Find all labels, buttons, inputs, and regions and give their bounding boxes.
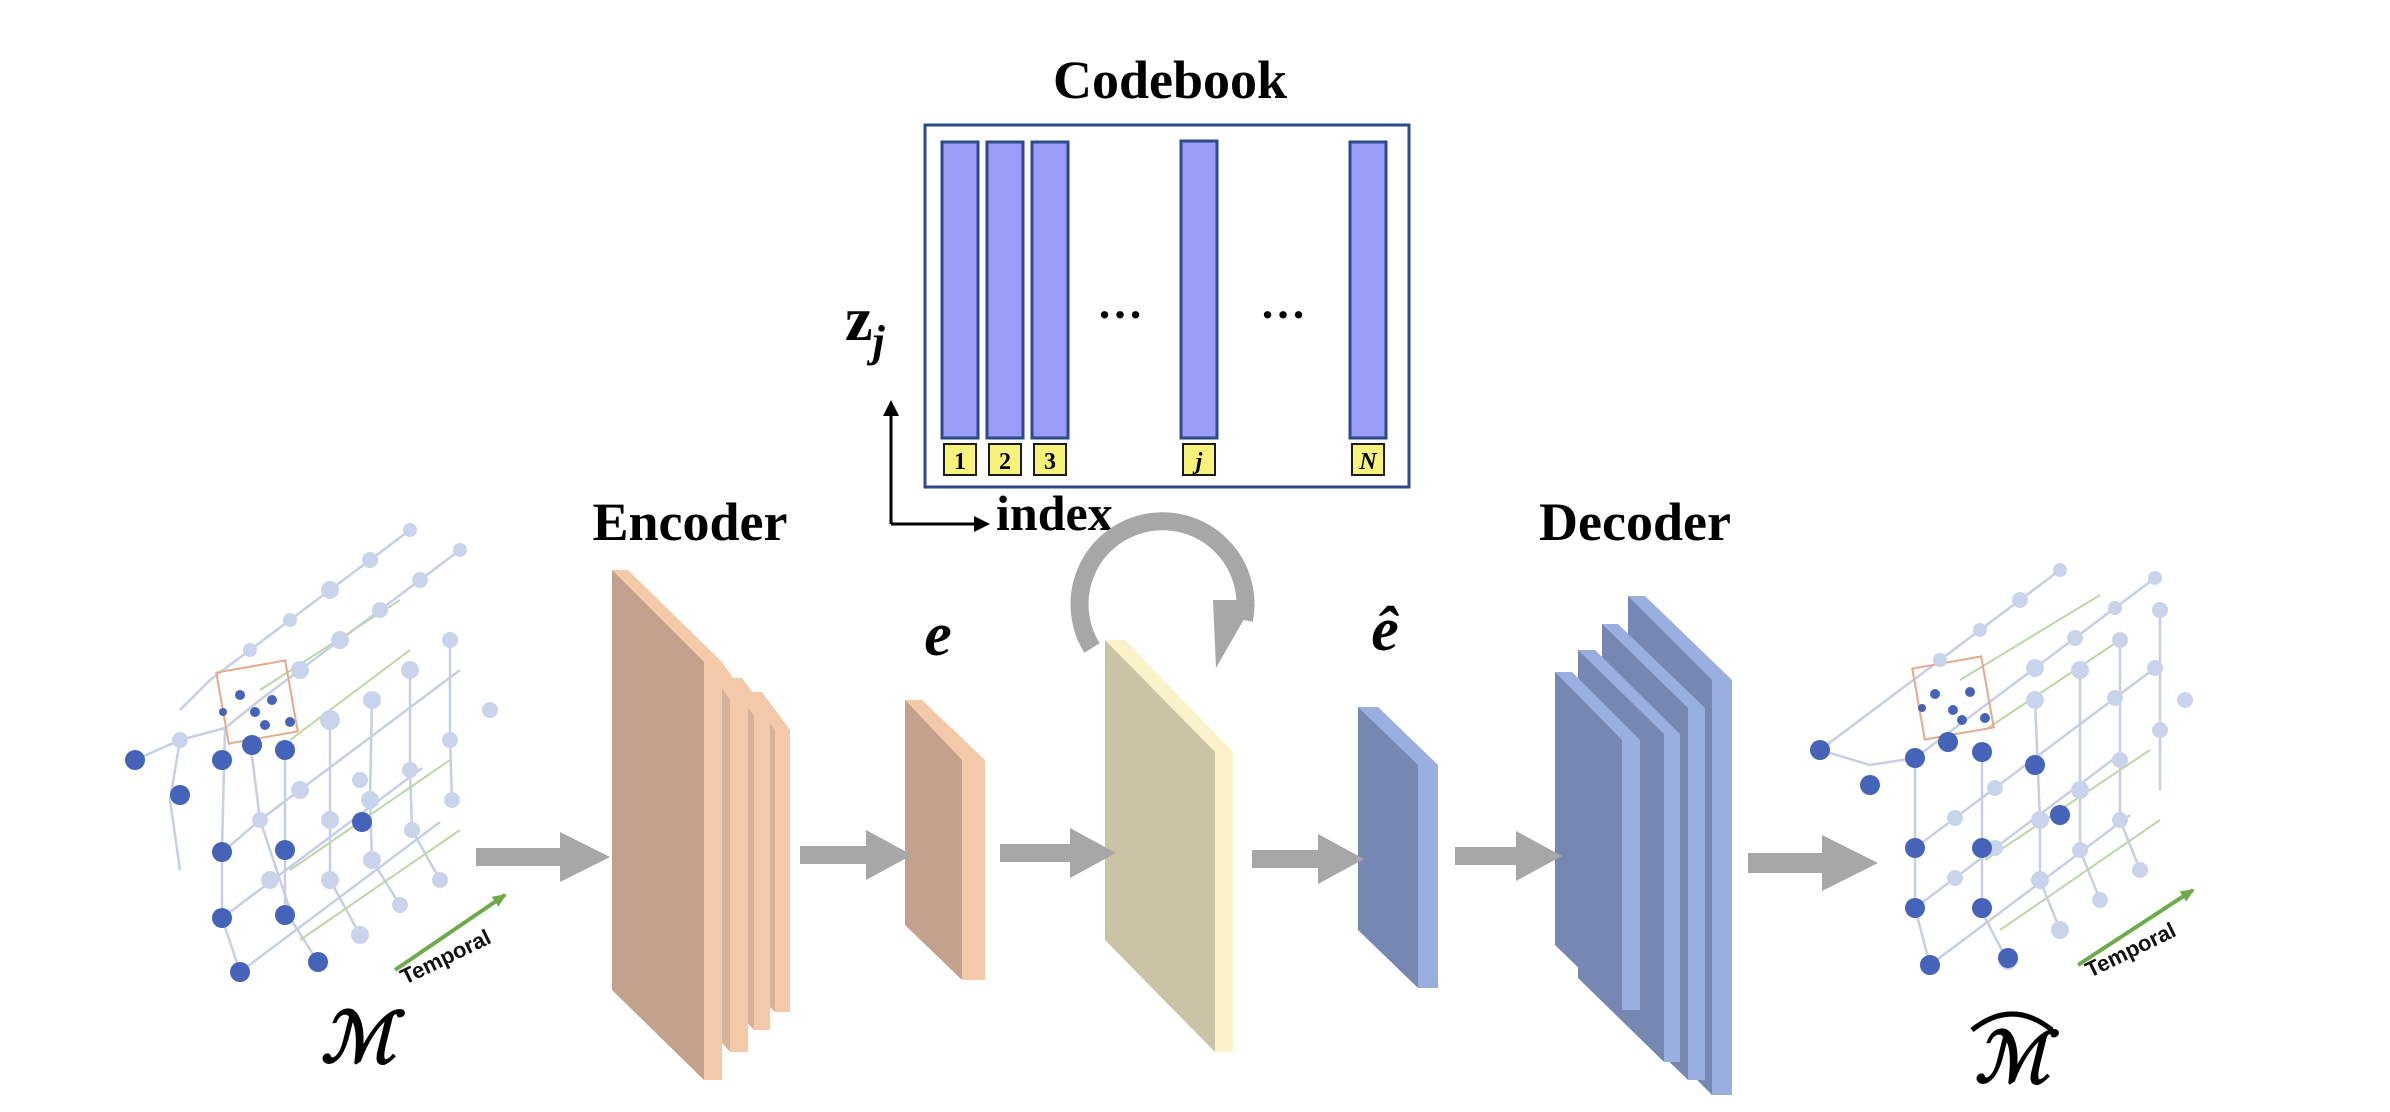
encoder-layer-1 bbox=[612, 570, 704, 1080]
index-box-n bbox=[1351, 443, 1385, 476]
codebook-axis-arrow-right bbox=[974, 516, 990, 532]
decoder-label: Decoder bbox=[1539, 492, 1731, 552]
index-label-j: j bbox=[1192, 449, 1203, 475]
index-box-3 bbox=[1033, 443, 1067, 476]
output-motion-symbol: ℳ bbox=[1975, 1021, 2060, 1098]
codebook-axis-arrow-up bbox=[883, 400, 899, 416]
quant-face bbox=[1105, 640, 1215, 1052]
codebook-vector-n bbox=[1348, 140, 1388, 440]
codebook-axes bbox=[889, 408, 980, 526]
latent-label: e bbox=[924, 601, 952, 669]
input-temporal-grid bbox=[259, 599, 461, 941]
codebook-axis-label: index bbox=[996, 485, 1113, 541]
codebook-vector-j bbox=[1179, 139, 1219, 440]
arrow-encoder-to-latent bbox=[800, 830, 912, 880]
codebook-ellipsis-1: … bbox=[1097, 277, 1143, 328]
quantized-label: ê bbox=[1371, 596, 1399, 664]
codebook-title: Codebook bbox=[1053, 50, 1287, 110]
codebook: Codebook … … 1 2 3 j N zj index bbox=[845, 50, 1411, 541]
index-label-3: 3 bbox=[1044, 449, 1056, 475]
index-label-2: 2 bbox=[999, 449, 1011, 475]
arrow-latent-to-quant bbox=[1000, 828, 1116, 878]
index-box-2 bbox=[988, 443, 1022, 476]
decoder-block bbox=[1555, 596, 1732, 1095]
encoder-block bbox=[612, 570, 790, 1080]
output-joint-highlight bbox=[1911, 655, 1995, 741]
codebook-vector-2 bbox=[985, 140, 1025, 440]
arrow-decoder-to-output bbox=[1748, 835, 1878, 891]
quantization-block bbox=[1105, 640, 1233, 1052]
latent-block bbox=[905, 700, 985, 980]
output-temporal-label: Temporal bbox=[2081, 917, 2179, 982]
output-temporal-arrow bbox=[2076, 888, 2195, 967]
output-temporal-grid bbox=[1959, 594, 2161, 931]
codebook-vector-1 bbox=[940, 140, 980, 440]
input-motion: Temporal ℳ bbox=[125, 523, 507, 1078]
arrow-input-to-encoder bbox=[476, 832, 610, 882]
codebook-vector-3 bbox=[1030, 140, 1070, 440]
index-label-1: 1 bbox=[954, 449, 966, 475]
quantized-block bbox=[1358, 707, 1438, 988]
output-motion-hat bbox=[1970, 1011, 2054, 1032]
codebook-lookup-loop-arrowhead bbox=[1213, 600, 1255, 668]
encoder-label: Encoder bbox=[593, 492, 788, 552]
codebook-lookup-loop-arrow bbox=[1070, 512, 1255, 653]
decoder-layer-1 bbox=[1555, 672, 1622, 1010]
quantized-face bbox=[1358, 707, 1418, 988]
input-skeleton-grid bbox=[134, 529, 461, 973]
input-faded-joints bbox=[172, 523, 498, 970]
output-joints bbox=[1810, 687, 2070, 975]
codebook-vector-label: zj bbox=[845, 286, 886, 366]
index-box-j bbox=[1182, 443, 1216, 476]
index-box-1 bbox=[943, 443, 977, 476]
arrow-quant-to-quantized bbox=[1252, 834, 1364, 884]
output-faded-joints bbox=[1933, 563, 2193, 970]
flow-arrows bbox=[476, 828, 1878, 891]
codebook-ellipsis-2: … bbox=[1260, 277, 1306, 328]
index-label-n: N bbox=[1358, 449, 1378, 475]
input-temporal-arrow bbox=[393, 893, 507, 972]
input-motion-symbol: ℳ bbox=[321, 1001, 406, 1078]
latent-face bbox=[905, 700, 962, 980]
input-joints bbox=[125, 690, 372, 982]
output-motion: Temporal ℳ bbox=[1810, 563, 2195, 1098]
vector-label-z: z bbox=[845, 286, 873, 354]
arrow-quantized-to-decoder bbox=[1455, 831, 1562, 881]
